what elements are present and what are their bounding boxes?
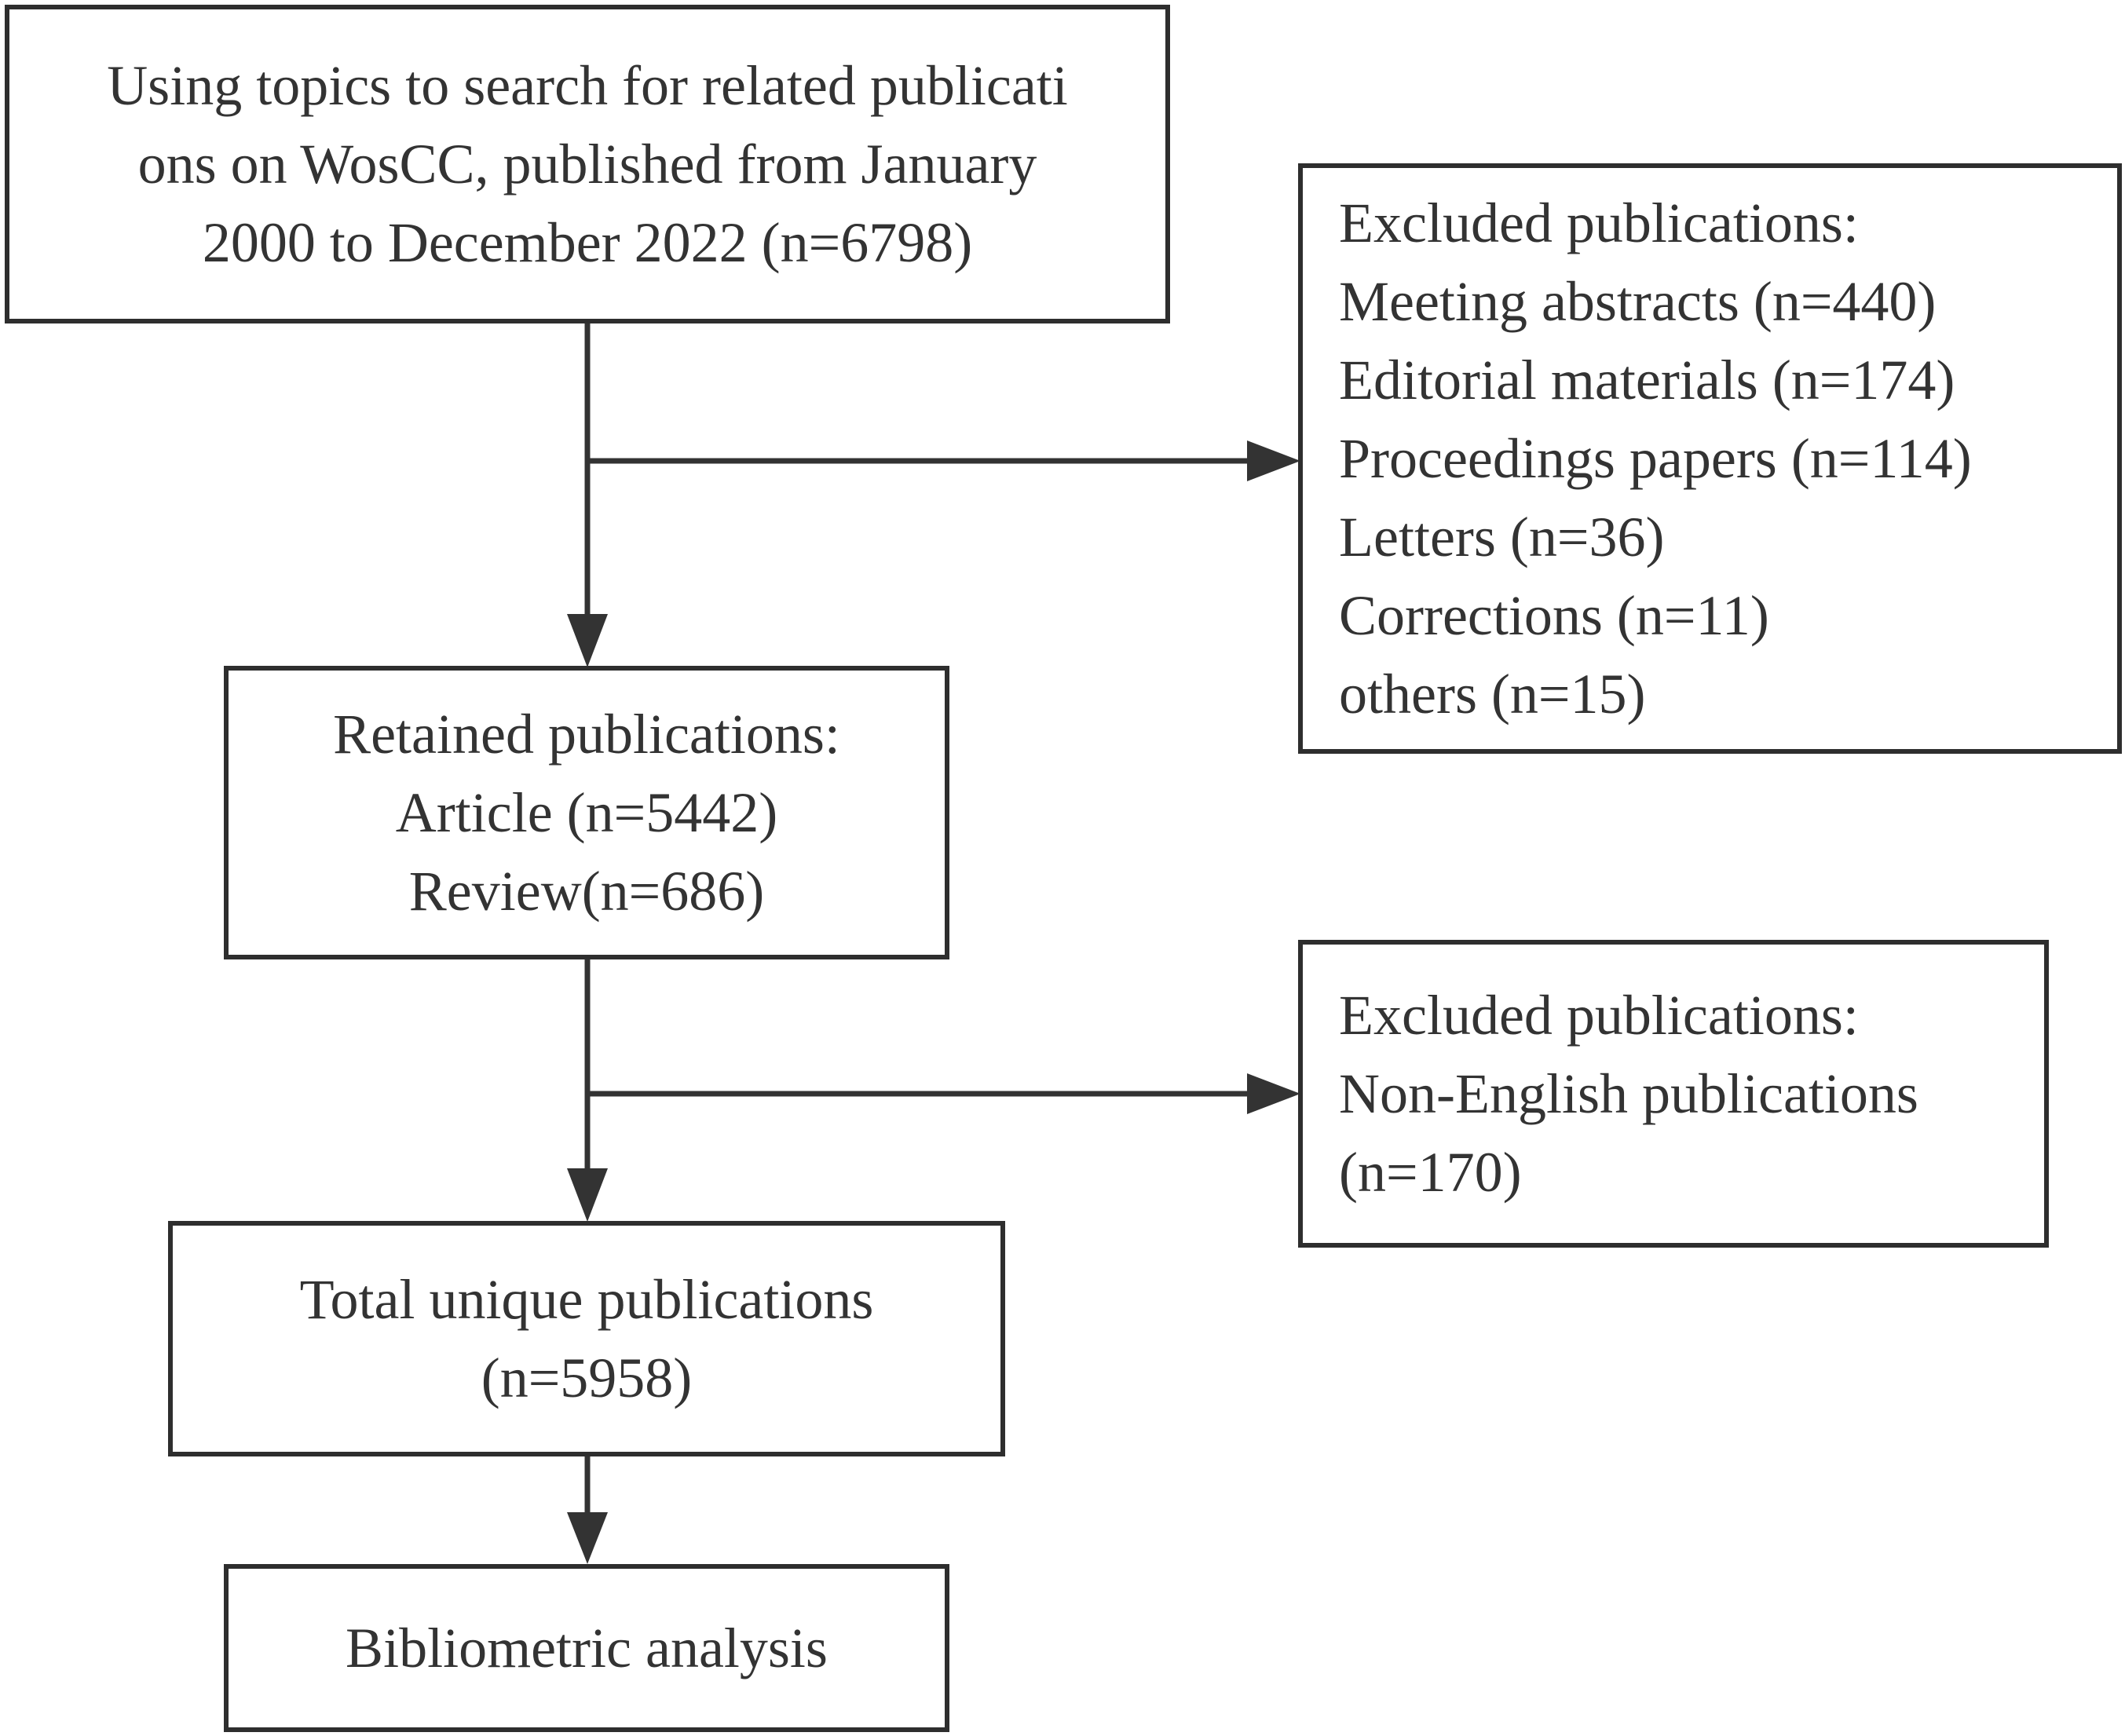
node-excluded-types-line-3: Editorial materials (n=174) — [1339, 349, 1955, 411]
node-unique-line-2: (n=5958) — [481, 1347, 693, 1409]
node-excluded-language: Excluded publications: Non-English publi… — [1298, 940, 2049, 1248]
node-excluded-types: Excluded publications: Meeting abstracts… — [1298, 163, 2122, 754]
node-excluded-types-line-1: Excluded publications: — [1339, 192, 1859, 254]
node-analysis-line-1: Bibliometric analysis — [346, 1617, 828, 1679]
node-excluded-types-line-2: Meeting abstracts (n=440) — [1339, 270, 1937, 333]
node-search: Using topics to search for related publi… — [5, 5, 1170, 323]
edge-search-to-retained — [567, 322, 608, 667]
node-excluded-types-line-5: Letters (n=36) — [1339, 506, 1665, 568]
edge-search-to-excluded-types — [587, 440, 1300, 481]
node-retained-line-3: Review(n=686) — [408, 860, 765, 923]
node-analysis: Bibliometric analysis — [224, 1564, 949, 1732]
edge-unique-to-analysis — [567, 1455, 608, 1564]
node-retained-line-1: Retained publications: — [333, 703, 840, 766]
node-unique: Total unique publications (n=5958) — [168, 1221, 1005, 1456]
node-excluded-language-line-1: Excluded publications: — [1339, 984, 1859, 1047]
node-excluded-types-line-4: Proceedings papers (n=114) — [1339, 427, 1972, 490]
edge-retained-to-excluded-language — [587, 1073, 1300, 1114]
node-retained-line-2: Article (n=5442) — [395, 781, 778, 844]
edge-retained-to-unique — [567, 958, 608, 1222]
node-search-line-1: Using topics to search for related publi… — [107, 54, 1068, 117]
node-search-line-3: 2000 to December 2022 (n=6798) — [202, 211, 973, 274]
node-excluded-language-line-3: (n=170) — [1339, 1141, 1522, 1204]
node-unique-line-1: Total unique publications — [299, 1268, 874, 1331]
node-excluded-types-line-7: others (n=15) — [1339, 663, 1646, 725]
node-retained: Retained publications: Article (n=5442) … — [224, 666, 949, 959]
node-search-line-2: ons on WosCC, published from January — [137, 133, 1037, 196]
node-excluded-types-line-6: Corrections (n=11) — [1339, 584, 1769, 647]
node-excluded-language-line-2: Non-English publications — [1339, 1062, 1918, 1125]
